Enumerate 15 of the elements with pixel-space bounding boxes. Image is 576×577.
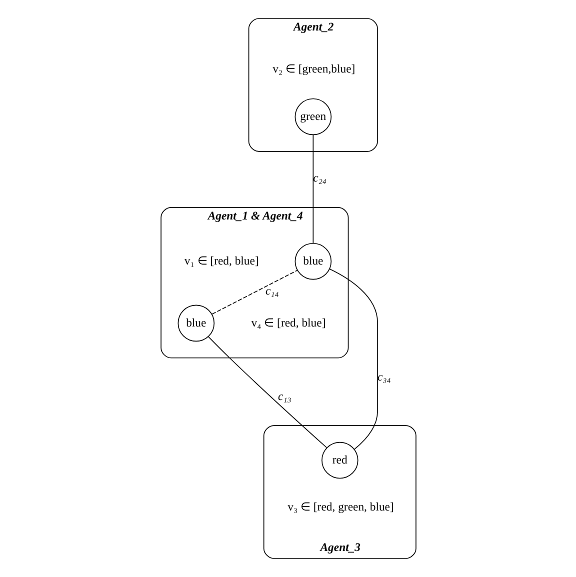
node-circle: green	[294, 98, 332, 136]
edge-label: c₂₄	[312, 172, 326, 185]
edge-label: c₁₄	[265, 284, 278, 298]
node-circle: red	[321, 442, 358, 479]
node-label: v₁ ∈ [red, blue]	[184, 254, 258, 268]
connector	[207, 336, 327, 448]
connector	[312, 134, 314, 244]
connector	[211, 270, 298, 315]
node-circle: blue	[294, 242, 332, 280]
connector	[328, 268, 378, 450]
node-circle: blue	[177, 304, 214, 342]
node-label: v₂ ∈ [green,blue]	[272, 62, 355, 76]
edge-label: c₁₃	[278, 390, 291, 403]
node-label: v₄ ∈ [red, blue]	[250, 316, 326, 330]
node-label: v₃ ∈ [red, green, blue]	[287, 500, 394, 514]
